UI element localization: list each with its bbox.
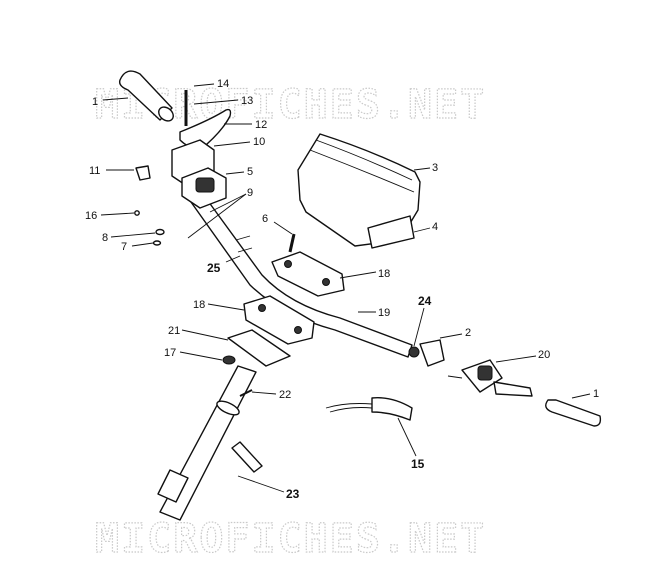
callout-22: 22 <box>279 389 291 401</box>
callout-6: 6 <box>262 213 268 225</box>
callout-1-right: 1 <box>593 388 599 400</box>
callout-17: 17 <box>164 347 176 359</box>
right-switch <box>408 339 445 367</box>
callout-9: 9 <box>247 187 253 199</box>
upper-clamp <box>271 251 345 297</box>
callout-2: 2 <box>465 327 471 339</box>
callout-1-left: 1 <box>92 96 98 108</box>
clip <box>135 165 151 181</box>
leader-lines <box>100 83 591 493</box>
callout-20: 20 <box>538 349 550 361</box>
callout-16: 16 <box>85 210 97 222</box>
callout-18-bottom: 18 <box>193 299 205 311</box>
callout-13: 13 <box>241 95 253 107</box>
callout-8: 8 <box>102 232 108 244</box>
bolt-6 <box>288 233 296 253</box>
callout-15: 15 <box>411 457 425 471</box>
callout-10: 10 <box>253 136 265 148</box>
nut <box>222 355 236 365</box>
cable-spring <box>325 397 413 421</box>
lower-clamp <box>243 295 315 345</box>
callout-4: 4 <box>432 221 438 233</box>
callout-11: 11 <box>89 165 100 177</box>
control-housing <box>171 139 227 209</box>
right-control <box>447 359 533 397</box>
right-grip <box>545 399 602 427</box>
watermark-bottom: MICROFICHES.NET <box>95 516 486 562</box>
callout-19: 19 <box>378 307 390 319</box>
callout-14: 14 <box>217 78 229 90</box>
callout-23: 23 <box>286 487 300 501</box>
callout-labels: 1 14 13 12 10 11 5 9 16 8 7 6 3 4 25 18 … <box>85 78 599 501</box>
headlight-housing <box>297 133 421 247</box>
callout-24: 24 <box>418 294 432 308</box>
spring-8 <box>155 228 165 236</box>
washer-16 <box>134 210 140 216</box>
callout-25: 25 <box>207 261 221 275</box>
lens <box>367 215 415 249</box>
steering-column <box>157 365 257 521</box>
callout-18-top: 18 <box>378 268 390 280</box>
pin-23 <box>231 441 263 473</box>
bolt-22 <box>239 389 253 397</box>
callout-7: 7 <box>121 241 127 253</box>
callout-12: 12 <box>255 119 267 131</box>
left-grip <box>118 70 174 122</box>
callout-21: 21 <box>168 325 180 337</box>
callout-3: 3 <box>432 162 438 174</box>
mount-plate <box>227 329 291 367</box>
callout-5: 5 <box>247 166 253 178</box>
clip-7 <box>152 240 162 246</box>
